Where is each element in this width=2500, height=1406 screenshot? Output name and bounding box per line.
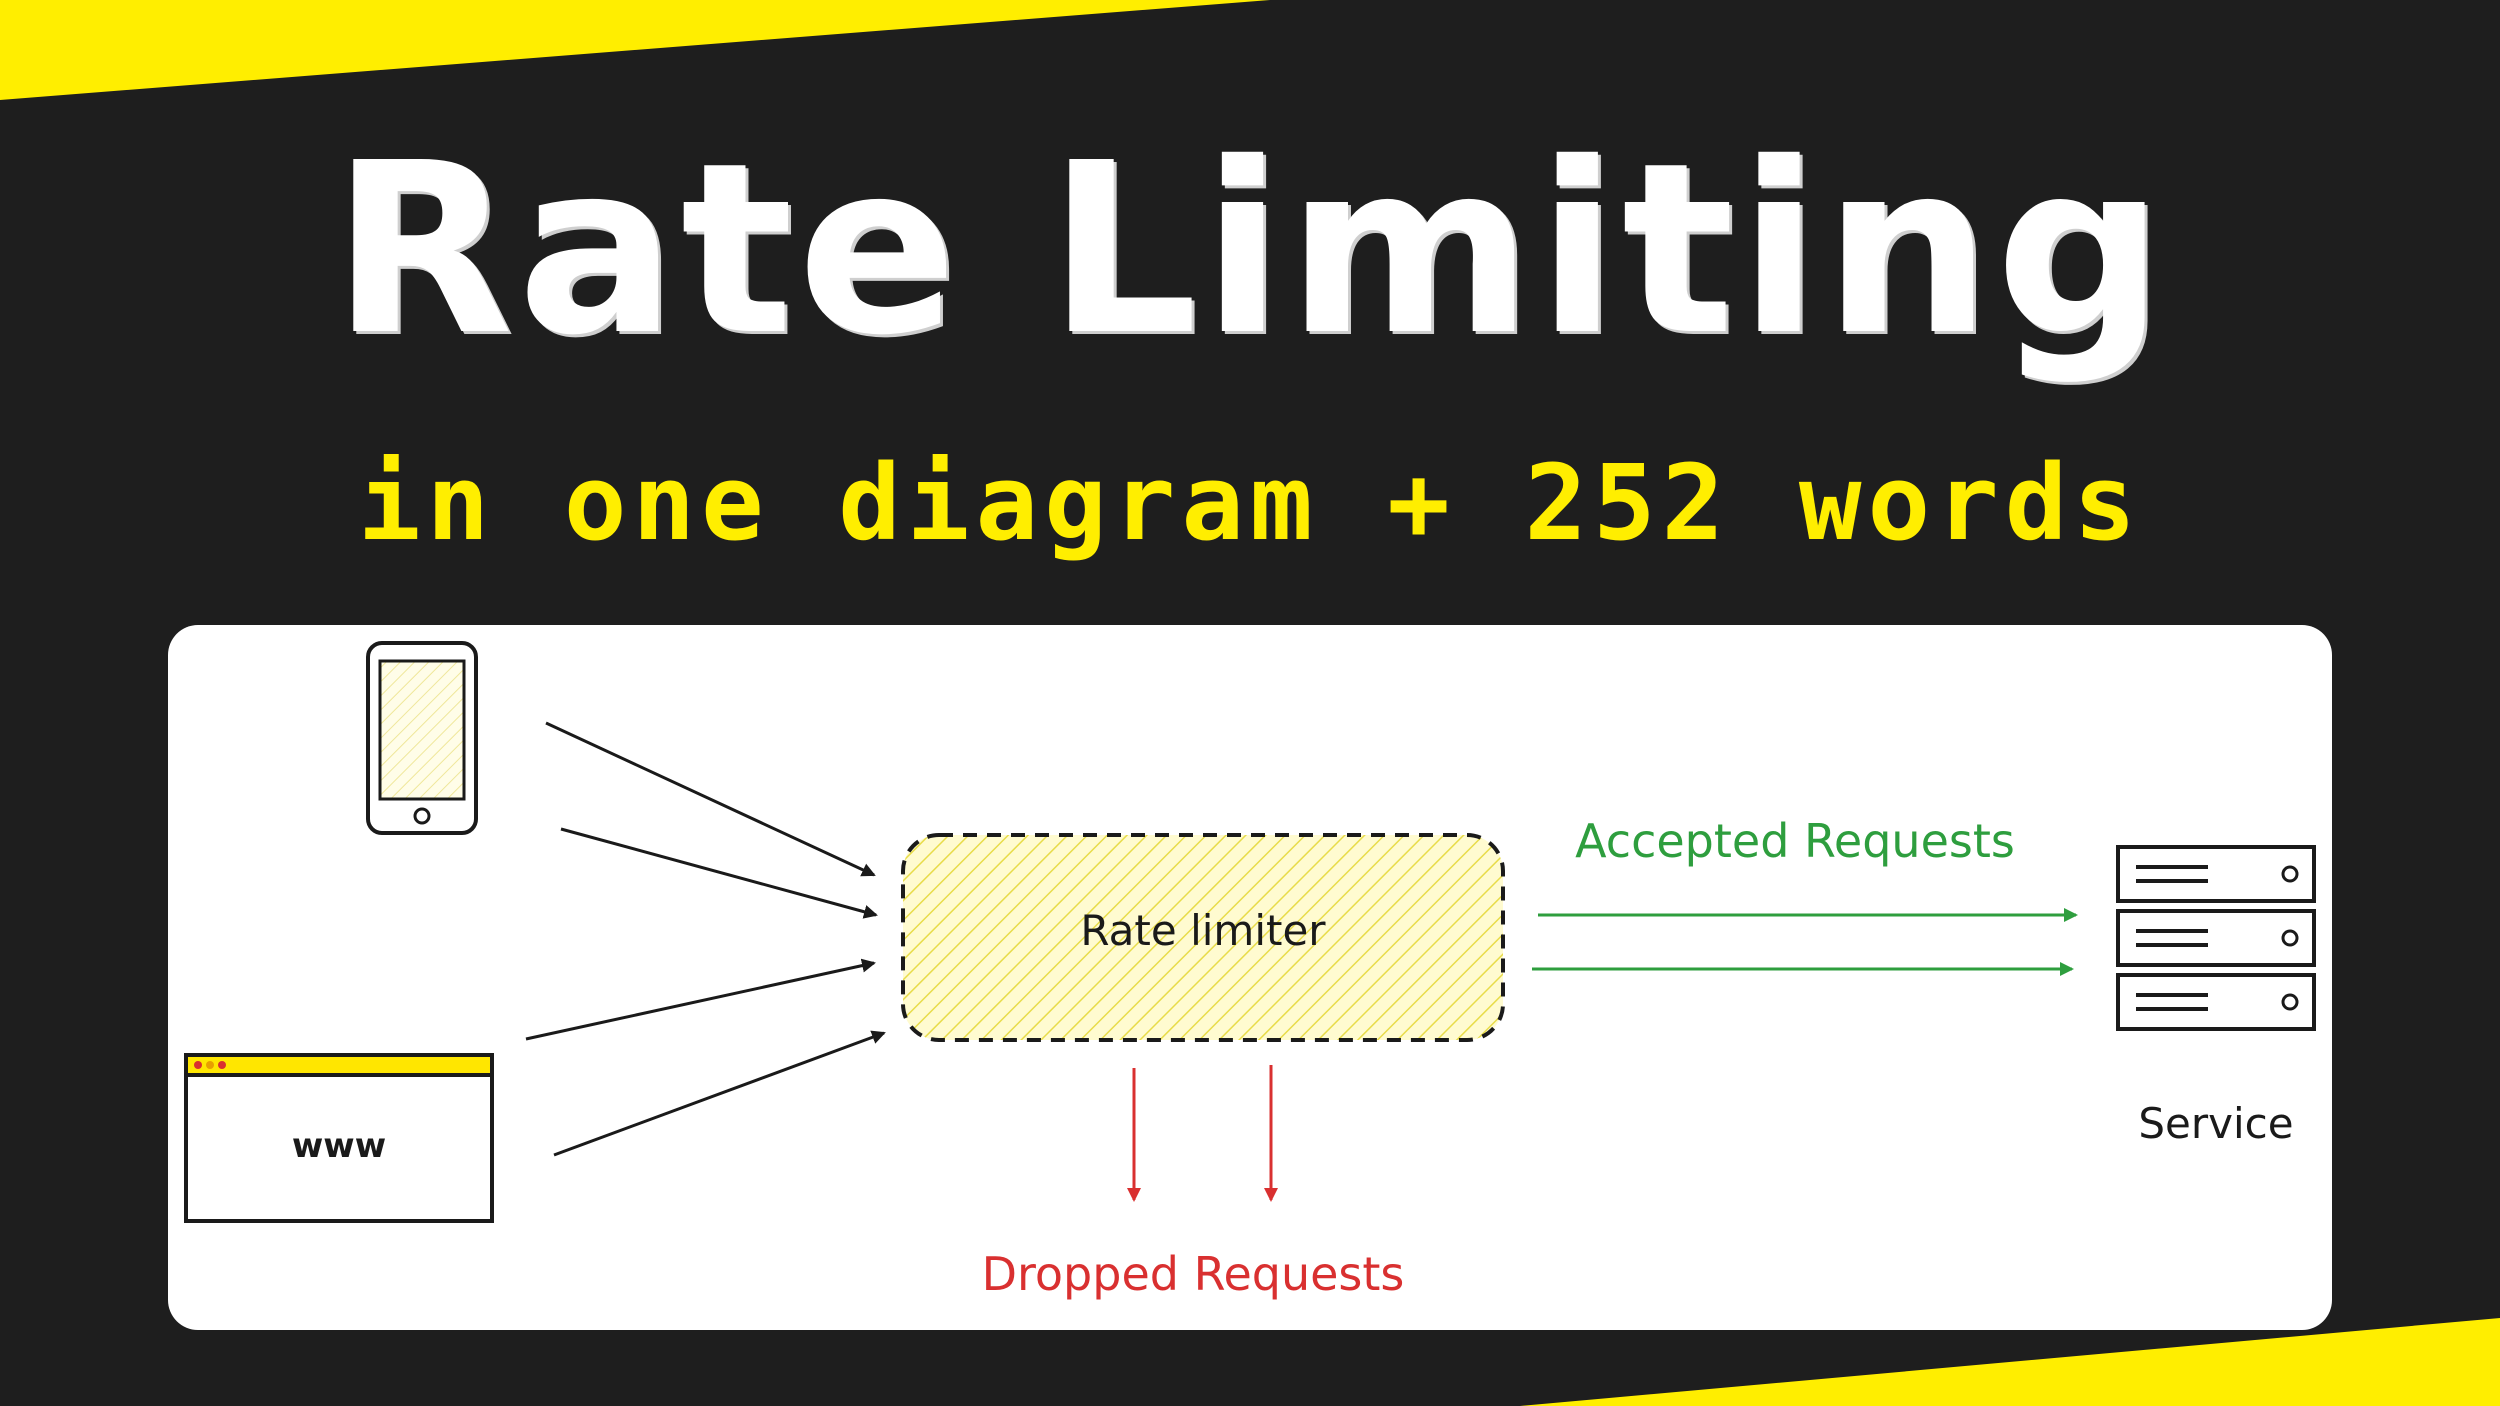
rate-limiter-box	[901, 833, 1505, 1042]
accepted-request-arrows	[1532, 908, 2078, 976]
page-title: Rate Limiting	[331, 112, 2169, 387]
incoming-arrow-3	[525, 958, 876, 1041]
rate-limiting-diagram: www Rate limiter Accepted Requests Dropp…	[184, 641, 2316, 1301]
incoming-arrow-2	[560, 827, 878, 919]
top-left-stripe	[0, 0, 1270, 100]
mobile-phone-icon	[366, 641, 478, 835]
diagram-panel: www Rate limiter Accepted Requests Dropp…	[168, 625, 2332, 1330]
dropped-requests-label: Dropped Requests	[982, 1247, 1405, 1301]
rate-limiter-label: Rate limiter	[1080, 906, 1326, 955]
browser-www-label: www	[292, 1126, 386, 1166]
server-stack-icon	[2116, 845, 2316, 1031]
accepted-requests-label: Accepted Requests	[1575, 814, 2015, 868]
page-subtitle: in one diagram + 252 words	[358, 442, 2142, 564]
service-label: Service	[2138, 1099, 2293, 1148]
incoming-request-arrows	[525, 721, 886, 1157]
browser-window-icon	[184, 1053, 494, 1223]
dropped-request-arrows	[1127, 1065, 1278, 1202]
incoming-arrow-1	[545, 721, 876, 877]
bottom-right-stripe	[1520, 1318, 2500, 1406]
incoming-arrow-4	[553, 1030, 886, 1157]
